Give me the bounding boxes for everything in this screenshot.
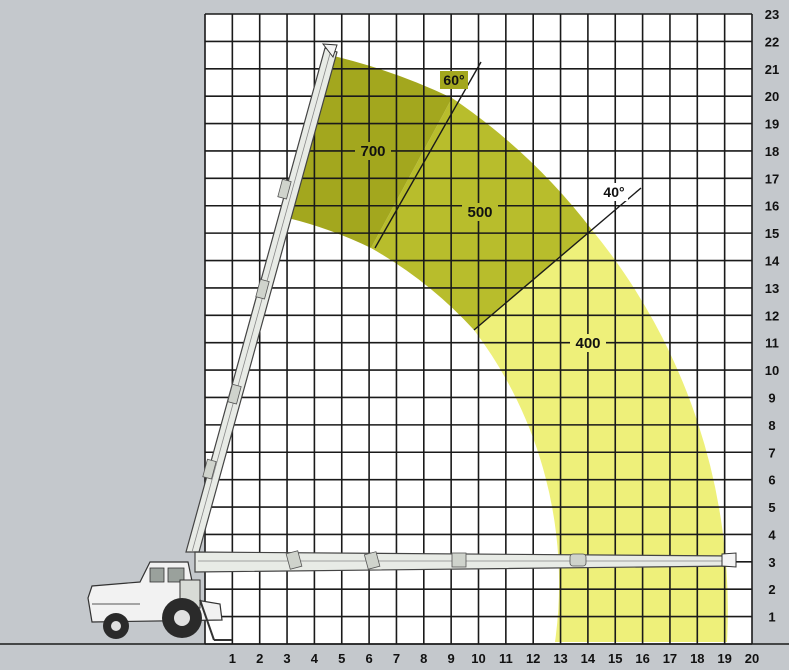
x-tick-label: 9 xyxy=(448,651,455,666)
x-tick-label: 10 xyxy=(471,651,485,666)
x-tick-label: 20 xyxy=(745,651,759,666)
y-tick-label: 14 xyxy=(765,254,780,269)
boom-tip-bucket xyxy=(321,43,338,59)
x-tick-label: 17 xyxy=(663,651,677,666)
angle-lines xyxy=(374,61,642,331)
angle-line-60 xyxy=(374,61,482,249)
truck xyxy=(87,561,232,641)
y-tick-label: 23 xyxy=(765,7,779,22)
x-tick-label: 11 xyxy=(499,651,513,666)
horizontal-boom xyxy=(194,550,737,573)
y-tick-label: 7 xyxy=(768,445,775,460)
x-tick-label: 8 xyxy=(420,651,427,666)
y-tick-label: 6 xyxy=(768,473,775,488)
y-tick-label: 18 xyxy=(765,144,779,159)
x-tick-label: 1 xyxy=(229,651,236,666)
x-tick-label: 15 xyxy=(608,651,622,666)
y-tick-label: 8 xyxy=(768,418,775,433)
y-tick-label: 12 xyxy=(765,308,779,323)
x-tick-label: 3 xyxy=(283,651,290,666)
y-tick-label: 19 xyxy=(765,117,779,132)
angle-line-40 xyxy=(473,187,642,331)
x-tick-label: 2 xyxy=(256,651,263,666)
zone-label-400: 400 xyxy=(575,335,600,352)
y-tick-label: 2 xyxy=(768,582,775,597)
y-tick-label: 5 xyxy=(768,500,775,515)
angle-labels: 60° 40° xyxy=(440,71,628,201)
y-tick-label: 3 xyxy=(768,555,775,570)
y-tick-label: 17 xyxy=(765,171,779,186)
x-tick-label: 6 xyxy=(365,651,372,666)
x-tick-label: 19 xyxy=(717,651,731,666)
y-tick-label: 20 xyxy=(765,89,779,104)
x-tick-label: 7 xyxy=(393,651,400,666)
x-tick-label: 14 xyxy=(581,651,596,666)
y-tick-label: 16 xyxy=(765,199,779,214)
zone-label-500: 500 xyxy=(467,204,492,221)
angle-label-40: 40° xyxy=(603,184,624,200)
y-tick-label: 4 xyxy=(768,527,776,542)
zone-labels: 700 500 400 xyxy=(355,142,606,352)
zone-label-700: 700 xyxy=(360,143,385,160)
y-tick-label: 13 xyxy=(765,281,779,296)
y-tick-label: 15 xyxy=(765,226,779,241)
y-tick-label: 21 xyxy=(765,62,779,77)
y-tick-label: 22 xyxy=(765,34,779,49)
x-tick-label: 4 xyxy=(311,651,319,666)
y-tick-label: 1 xyxy=(768,610,775,625)
x-tick-label: 12 xyxy=(526,651,540,666)
x-tick-label: 5 xyxy=(338,651,345,666)
x-tick-label: 16 xyxy=(635,651,649,666)
y-tick-label: 10 xyxy=(765,363,779,378)
y-tick-label: 9 xyxy=(768,390,775,405)
grid-lines xyxy=(204,13,753,645)
y-tick-label: 11 xyxy=(765,336,779,351)
zone-400 xyxy=(474,230,728,642)
angle-label-60: 60° xyxy=(443,72,464,88)
x-tick-label: 13 xyxy=(553,651,567,666)
x-tick-label: 18 xyxy=(690,651,704,666)
horizontal-boom-tip xyxy=(721,552,737,568)
